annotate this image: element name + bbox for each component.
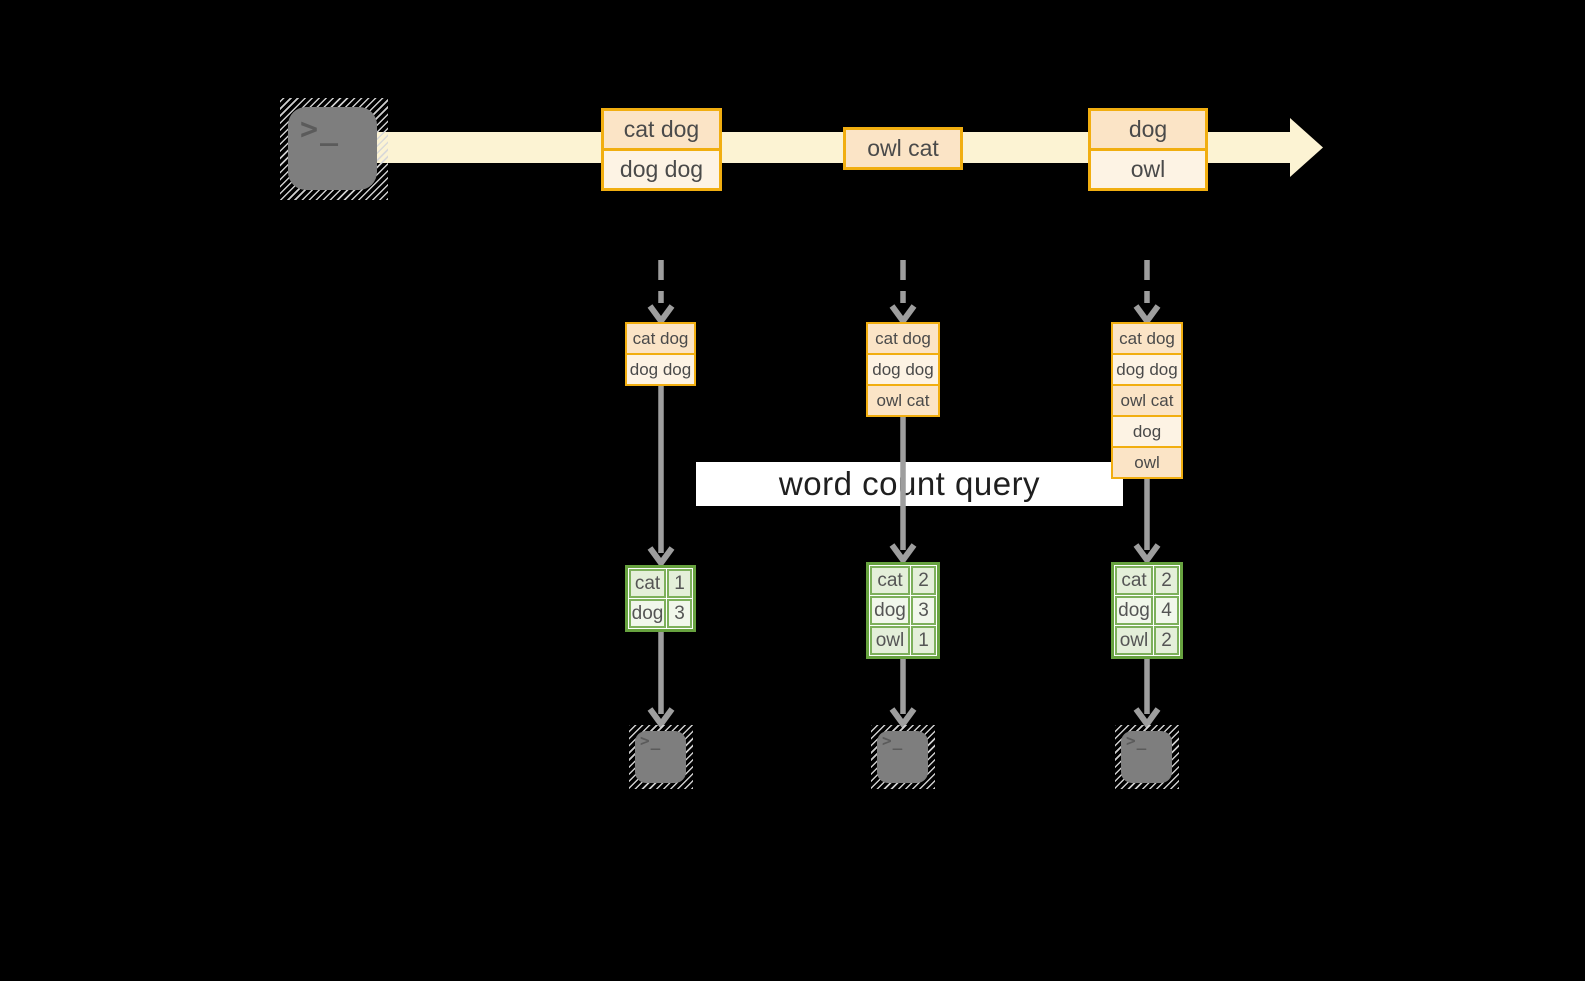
terminal-source-icon: >_ — [280, 98, 388, 200]
count-cell-value: 2 — [1154, 626, 1179, 655]
micro-batch-stack-2: cat dog dog dog owl cat — [866, 322, 940, 417]
terminal-body — [877, 731, 928, 783]
stack-row: cat dog — [627, 324, 694, 353]
count-cell-value: 1 — [667, 569, 692, 598]
terminal-body — [288, 107, 377, 190]
prompt-icon: >_ — [882, 731, 904, 750]
terminal-sink-icon-3: >_ — [1115, 725, 1179, 789]
word-count-query-label: word count query — [778, 465, 1041, 502]
count-cell-word: cat — [1115, 566, 1153, 595]
terminal-sink-icon-1: >_ — [629, 725, 693, 789]
count-table-2: cat 2 dog 3 owl 1 — [866, 562, 940, 659]
event-box-3: dog owl — [1088, 108, 1208, 191]
count-cell-word: dog — [629, 599, 666, 628]
count-cell-value: 4 — [1154, 596, 1179, 625]
prompt-icon: >_ — [1126, 731, 1148, 750]
word-count-query-banner: word count query — [696, 462, 1123, 506]
prompt-icon: >_ — [640, 731, 662, 750]
micro-batch-stack-3: cat dog dog dog owl cat dog owl — [1111, 322, 1183, 479]
stack-row: owl cat — [1113, 384, 1181, 415]
event-row: dog — [1091, 111, 1205, 148]
count-cell-word: cat — [629, 569, 666, 598]
stack-row: dog dog — [868, 353, 938, 384]
arrowhead-icon — [1133, 304, 1161, 327]
stack-row: owl cat — [868, 384, 938, 415]
arrowhead-icon — [647, 546, 675, 569]
micro-batch-stack-1: cat dog dog dog — [625, 322, 696, 386]
stack-row: cat dog — [868, 324, 938, 353]
dashed-batch-arrows — [647, 260, 1161, 327]
arrowhead-icon — [889, 543, 917, 566]
count-cell-value: 2 — [911, 566, 936, 595]
arrowhead-icon — [647, 304, 675, 327]
event-box-2: owl cat — [843, 127, 963, 170]
count-cell-word: owl — [1115, 626, 1153, 655]
arrowhead-icon — [889, 304, 917, 327]
count-cell-value: 3 — [667, 599, 692, 628]
count-cell-value: 3 — [911, 596, 936, 625]
event-row: dog dog — [604, 148, 719, 188]
event-row: owl — [1091, 148, 1205, 188]
arrowhead-icon — [1133, 707, 1161, 730]
stack-row: dog dog — [627, 353, 694, 384]
terminal-body — [1121, 731, 1172, 783]
event-box-1: cat dog dog dog — [601, 108, 722, 191]
event-row: owl cat — [846, 130, 960, 167]
count-table-1: cat 1 dog 3 — [625, 565, 696, 632]
count-cell-value: 2 — [1154, 566, 1179, 595]
count-cell-word: dog — [870, 596, 910, 625]
stack-row: cat dog — [1113, 324, 1181, 353]
stream-arrowhead — [1290, 118, 1323, 177]
count-cell-value: 1 — [911, 626, 936, 655]
count-cell-word: owl — [870, 626, 910, 655]
count-cell-word: dog — [1115, 596, 1153, 625]
stack-row: dog — [1113, 415, 1181, 446]
arrowhead-icon — [889, 707, 917, 730]
stack-row: owl — [1113, 446, 1181, 477]
event-row: cat dog — [604, 111, 719, 148]
stack-row: dog dog — [1113, 353, 1181, 384]
terminal-sink-icon-2: >_ — [871, 725, 935, 789]
count-table-3: cat 2 dog 4 owl 2 — [1111, 562, 1183, 659]
count-cell-word: cat — [870, 566, 910, 595]
arrowhead-icon — [1133, 543, 1161, 566]
terminal-body — [635, 731, 686, 783]
query-arrows — [647, 386, 1161, 569]
prompt-icon: >_ — [300, 112, 341, 147]
sink-arrows — [647, 630, 1161, 730]
arrowhead-icon — [647, 707, 675, 730]
